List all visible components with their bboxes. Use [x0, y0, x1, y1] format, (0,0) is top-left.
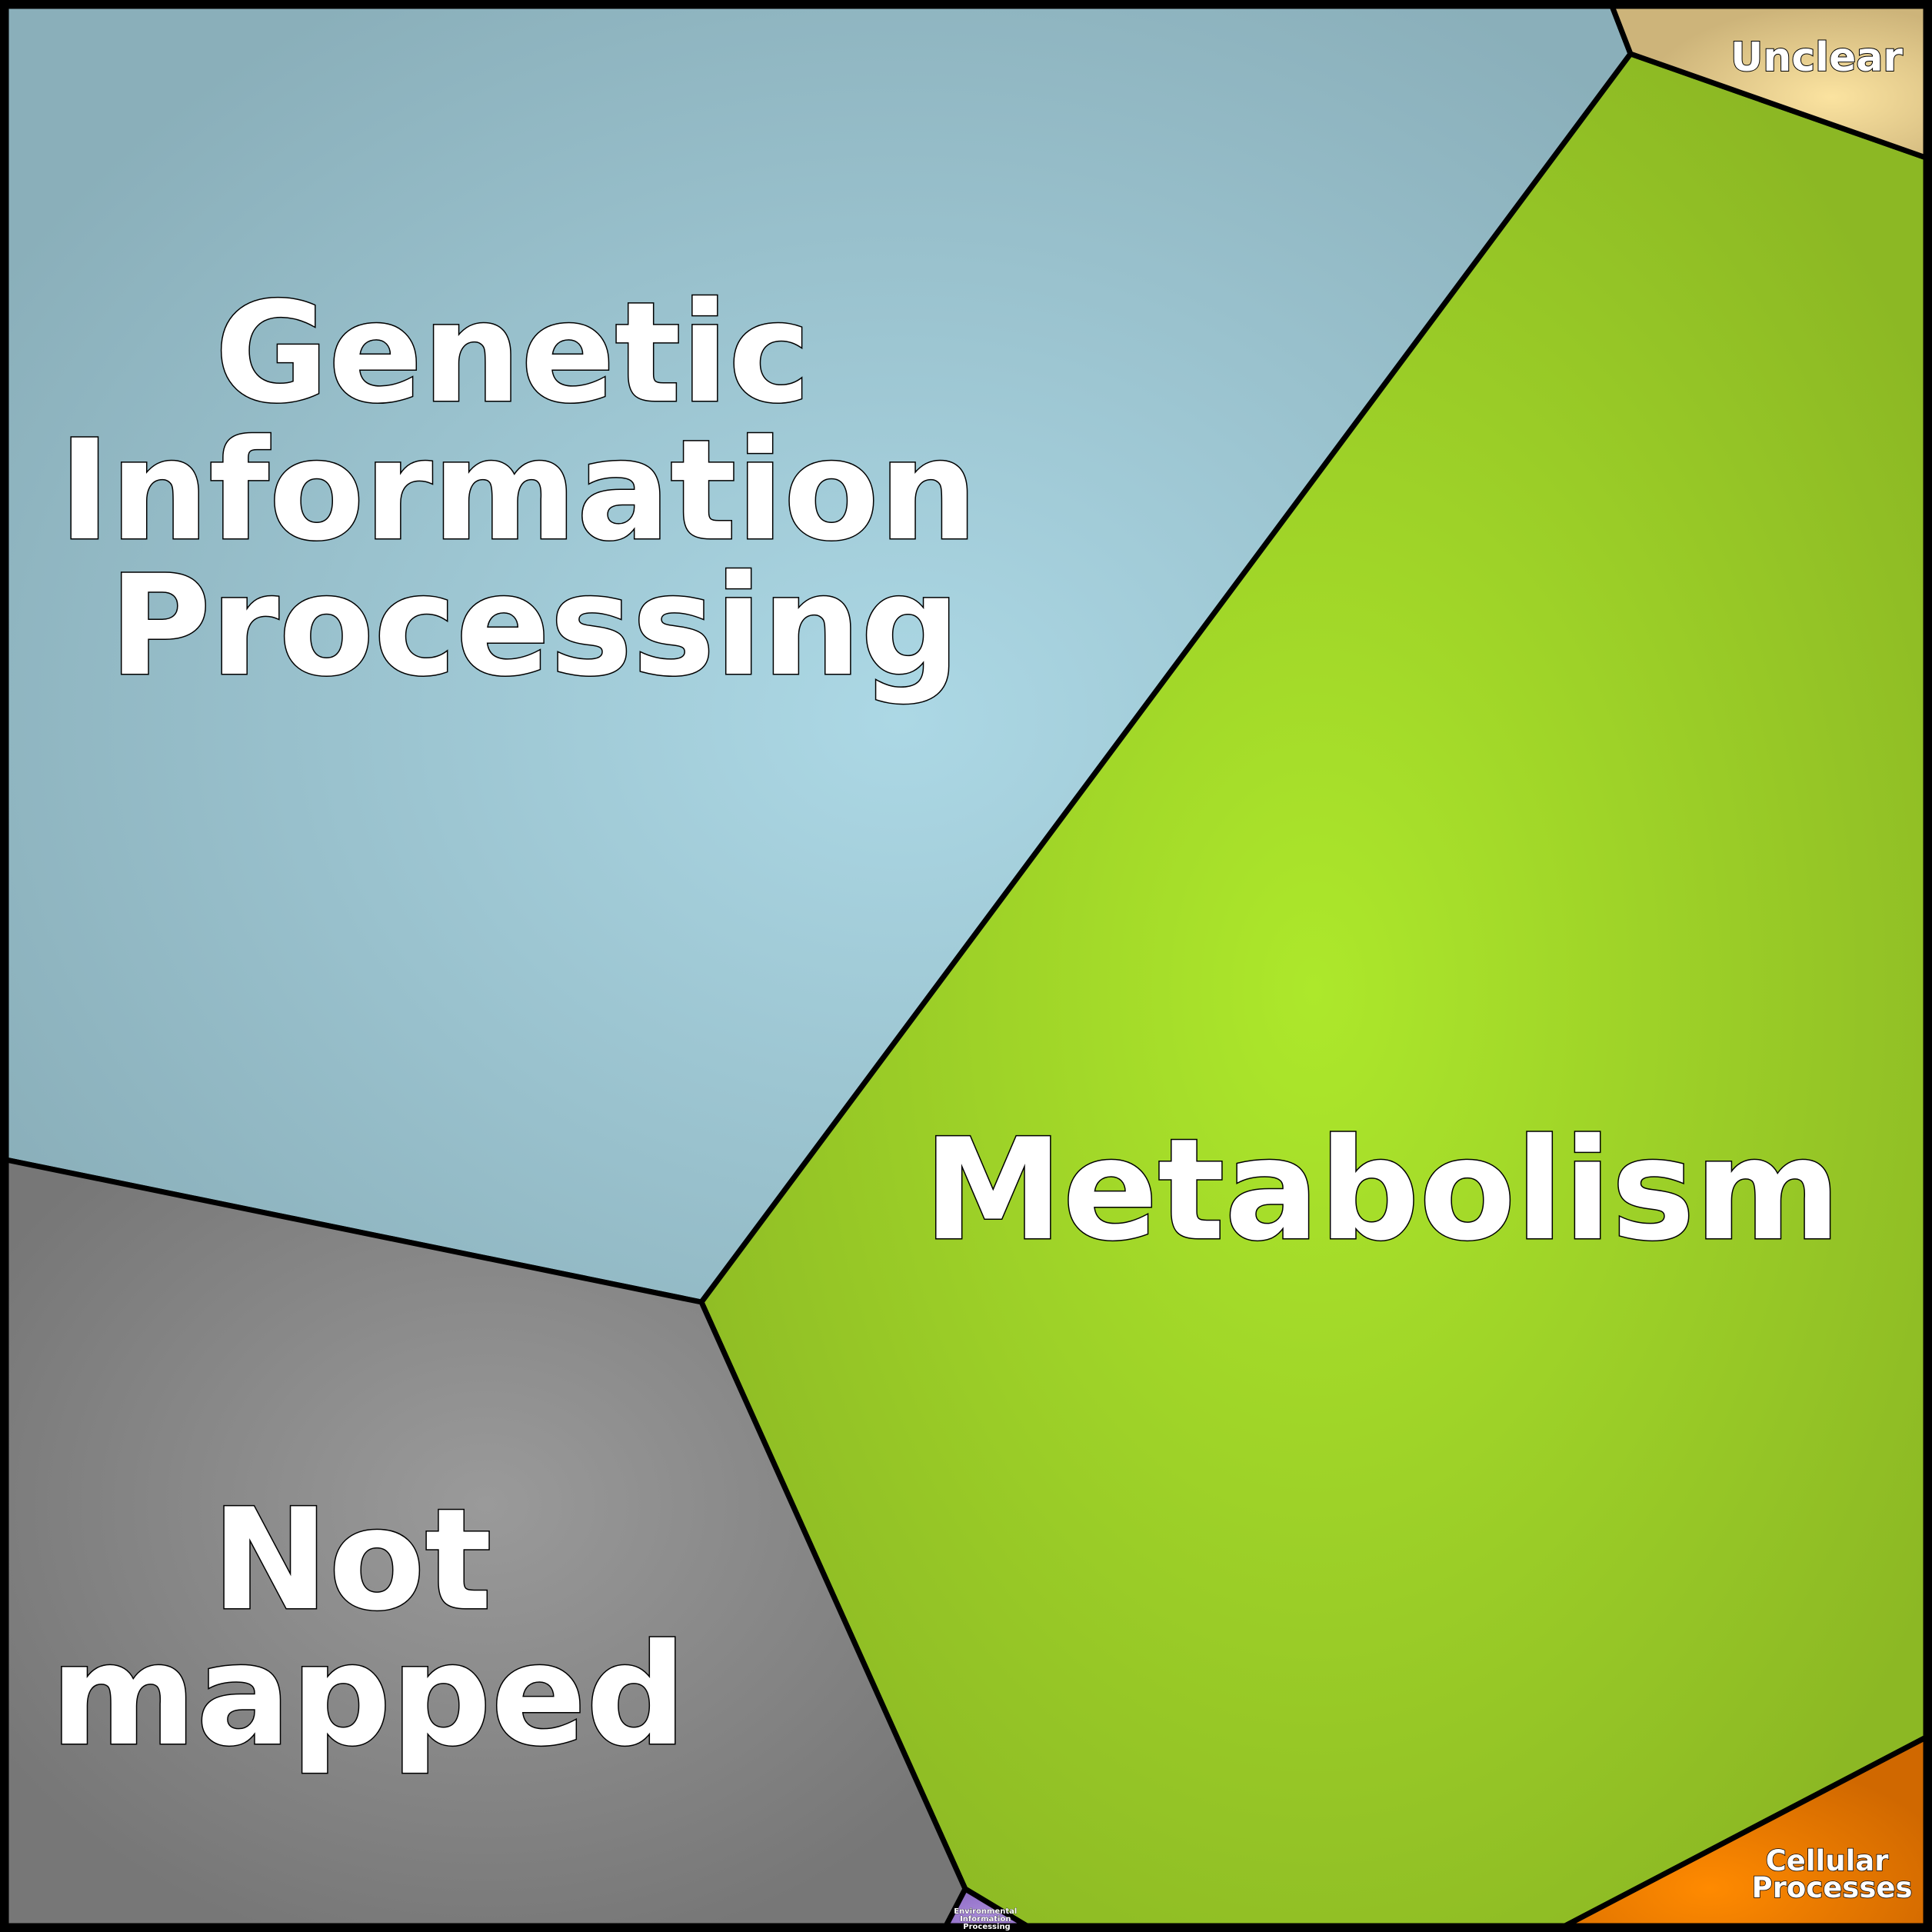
label-environmental-information-processing: Environmental Information Processing [954, 1907, 1020, 1931]
label-cellular-processes: Cellular Processes [1752, 1844, 1913, 1904]
label-metabolism: Metabolism [924, 1108, 1840, 1271]
label-genetic: Genetic Information Processing [58, 273, 1025, 707]
label-unclear: Unclear [1730, 35, 1903, 81]
label-not-mapped: Not mapped [51, 1478, 687, 1777]
